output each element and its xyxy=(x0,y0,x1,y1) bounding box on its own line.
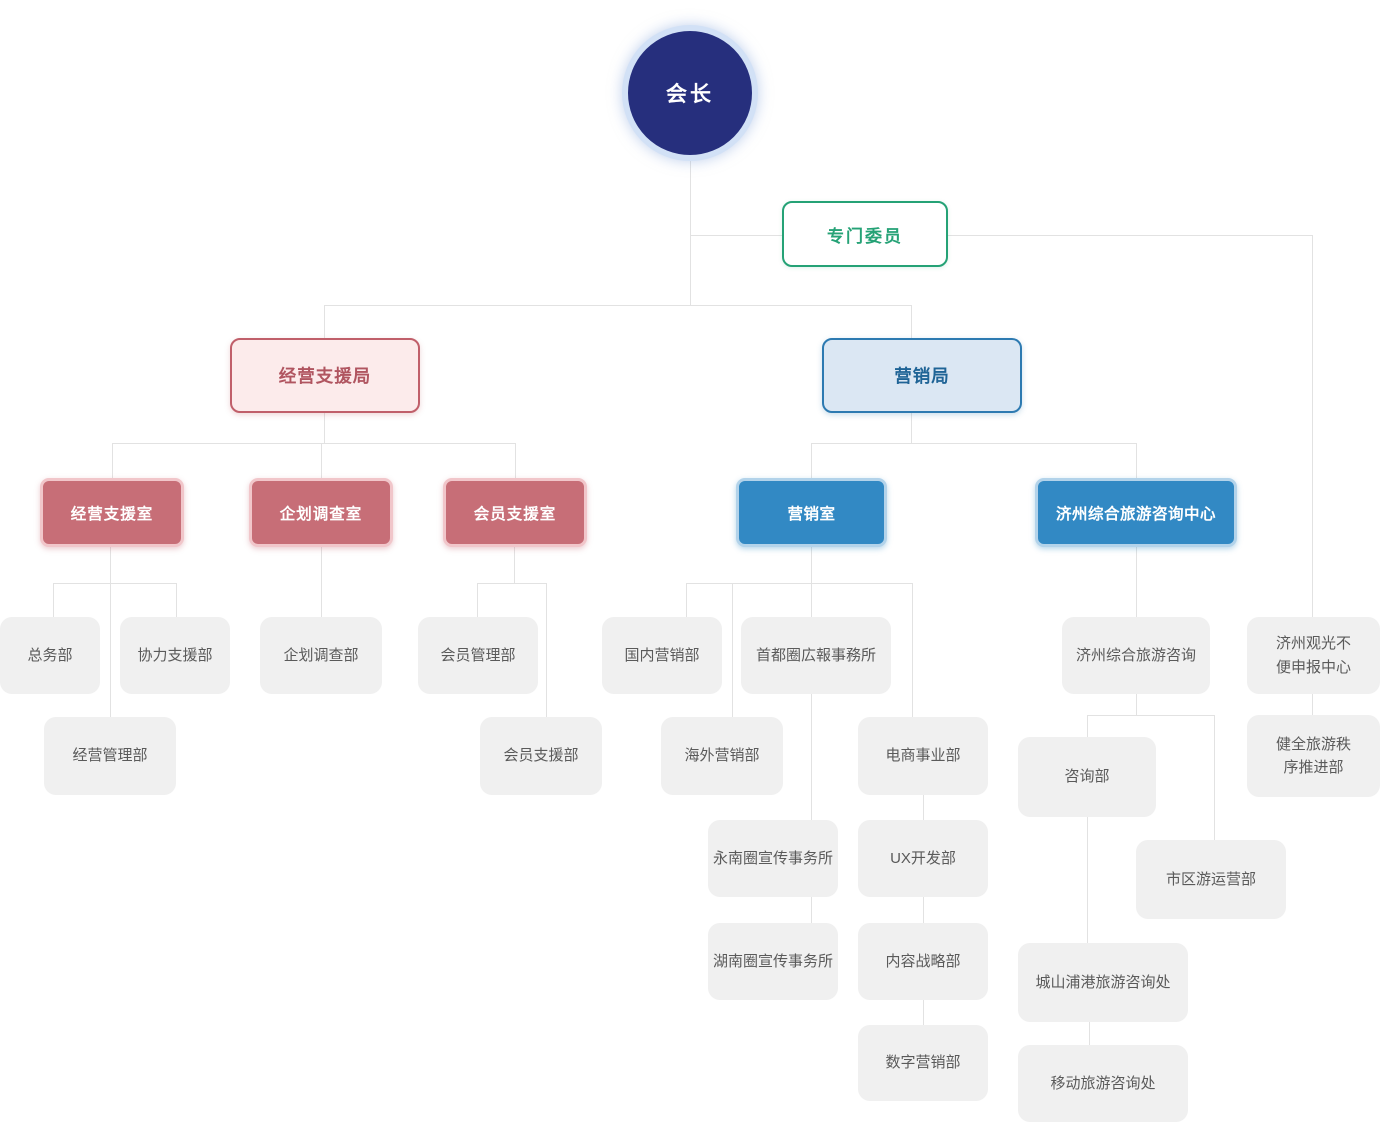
node-dept-ux-development: UX开发部 xyxy=(858,820,988,897)
connector-line xyxy=(1214,715,1215,840)
node-dept-seongsan-port-info: 城山浦港旅游咨询处 xyxy=(1018,943,1188,1022)
node-dept-yeongnam-pr-office: 永南圈宣传事务所 xyxy=(708,820,838,897)
node-office-member-support: 会员支援室 xyxy=(443,478,587,547)
node-dept-general-affairs: 总务部 xyxy=(0,617,100,694)
node-dept-consultation: 咨询部 xyxy=(1018,737,1156,817)
connector-line xyxy=(1136,694,1137,715)
node-bureau-management-support: 经营支援局 xyxy=(230,338,420,413)
connector-line xyxy=(686,583,687,617)
connector-line xyxy=(811,547,812,617)
connector-line xyxy=(1087,715,1214,716)
connector-line xyxy=(923,897,924,923)
connector-line xyxy=(321,443,322,478)
node-dept-cooperation-support: 协力支援部 xyxy=(120,617,230,694)
connector-line xyxy=(686,583,912,584)
connector-line xyxy=(1312,235,1313,617)
connector-line xyxy=(1136,443,1137,478)
connector-line xyxy=(912,583,913,717)
connector-line xyxy=(515,443,516,478)
node-office-planning-research: 企划调查室 xyxy=(249,478,393,547)
connector-line xyxy=(911,413,912,443)
connector-line xyxy=(811,694,812,820)
node-chairman: 会长 xyxy=(622,25,758,161)
connector-line xyxy=(1312,694,1313,715)
node-dept-honam-pr-office: 湖南圈宣传事务所 xyxy=(708,923,838,1000)
node-dept-tourism-complaint-center: 济州观光不便申报中心 xyxy=(1247,617,1380,694)
node-dept-domestic-marketing: 国内营销部 xyxy=(602,617,722,694)
node-special-committee: 专门委员 xyxy=(782,201,948,267)
node-dept-member-support: 会员支援部 xyxy=(480,717,602,795)
node-dept-member-management: 会员管理部 xyxy=(418,617,538,694)
node-office-jeju-tourism-center: 济州综合旅游咨询中心 xyxy=(1035,478,1237,547)
node-bureau-marketing: 营销局 xyxy=(822,338,1022,413)
connector-line xyxy=(112,443,113,478)
node-dept-mobile-tourism-info: 移动旅游咨询处 xyxy=(1018,1045,1188,1122)
connector-line xyxy=(1087,817,1088,943)
connector-line xyxy=(732,583,733,717)
connector-line xyxy=(1087,715,1088,737)
connector-line xyxy=(324,413,325,443)
connector-line xyxy=(53,583,176,584)
connector-line xyxy=(811,897,812,923)
node-dept-city-tour-operation: 市区游运营部 xyxy=(1136,840,1286,919)
node-dept-digital-marketing: 数字营销部 xyxy=(858,1025,988,1101)
node-office-marketing: 营销室 xyxy=(736,478,887,547)
node-dept-management-admin: 经营管理部 xyxy=(44,717,176,795)
connector-line xyxy=(690,235,782,236)
node-office-management-support: 经营支援室 xyxy=(40,478,184,547)
connector-line xyxy=(112,443,515,444)
connector-line xyxy=(110,547,111,717)
connector-line xyxy=(690,160,691,305)
connector-line xyxy=(811,443,812,478)
connector-line xyxy=(1136,547,1137,617)
connector-line xyxy=(176,583,177,617)
node-dept-content-strategy: 内容战略部 xyxy=(858,923,988,1000)
connector-line xyxy=(477,583,546,584)
node-dept-tourism-order-promotion: 健全旅游秩序推进部 xyxy=(1247,715,1380,797)
connector-line xyxy=(477,583,478,617)
connector-line xyxy=(324,305,325,338)
connector-line xyxy=(514,547,515,583)
node-dept-ecommerce-business: 电商事业部 xyxy=(858,717,988,795)
node-dept-capital-pr-office: 首都圈広報事務所 xyxy=(741,617,891,694)
connector-line xyxy=(948,235,1312,236)
connector-line xyxy=(53,583,54,617)
connector-line xyxy=(1089,1022,1090,1045)
connector-line xyxy=(321,547,322,617)
connector-line xyxy=(911,305,912,338)
connector-line xyxy=(324,305,911,306)
connector-line xyxy=(923,1000,924,1025)
node-dept-overseas-marketing: 海外营销部 xyxy=(661,717,783,795)
connector-line xyxy=(811,443,1136,444)
node-dept-planning-research: 企划调查部 xyxy=(260,617,382,694)
connector-line xyxy=(546,583,547,717)
node-dept-jeju-tourism-info: 济州综合旅游咨询 xyxy=(1062,617,1210,694)
connector-line xyxy=(923,795,924,820)
